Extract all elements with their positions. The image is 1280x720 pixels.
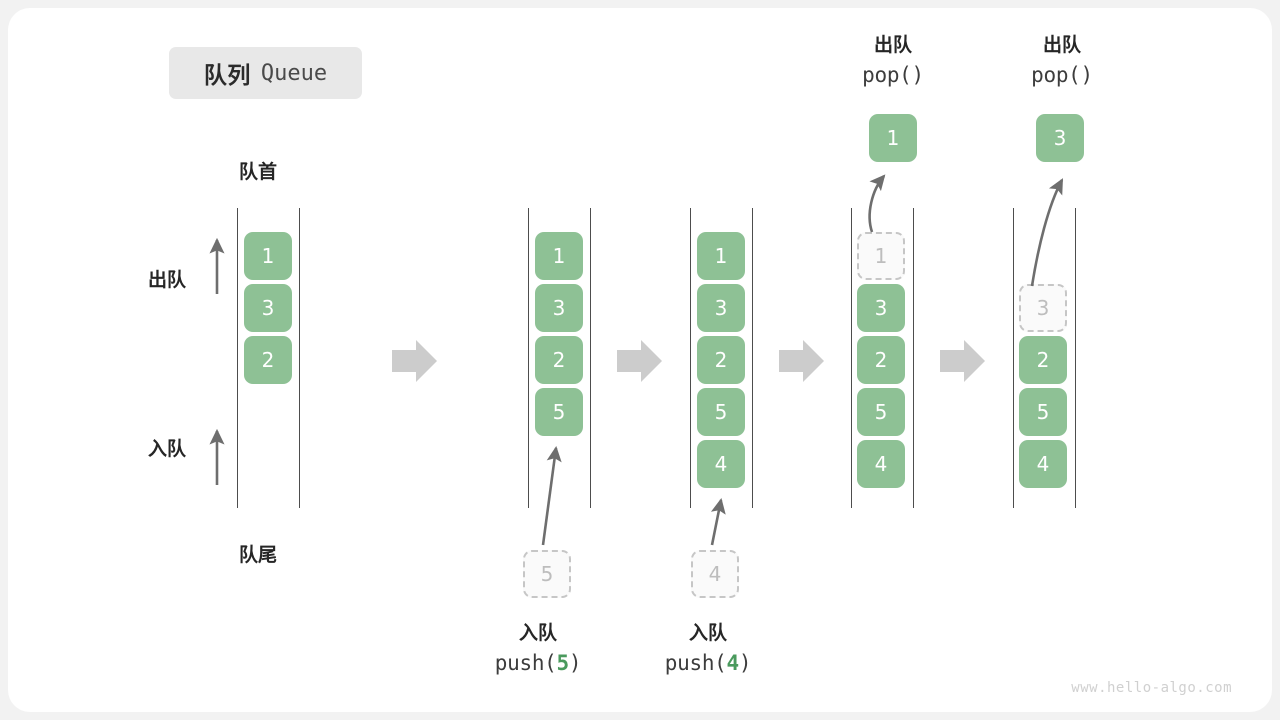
watermark: www.hello-algo.com [1071, 680, 1232, 696]
code-num: 4 [726, 650, 740, 675]
caption-pop-1: 出队 pop() [803, 32, 983, 90]
code-post: ) [568, 650, 582, 675]
popped-value-cell: 1 [869, 114, 917, 162]
caption-push-5: 入队 push(5) [443, 620, 633, 678]
queue-rail-right-3 [752, 208, 753, 508]
ghost-input-cell: 5 [523, 550, 571, 598]
label-enqueue: 入队 [148, 438, 187, 460]
ghost-popped-cell: 1 [857, 232, 905, 280]
code-post: ) [738, 650, 752, 675]
queue-cell: 5 [697, 388, 745, 436]
queue-cell: 4 [697, 440, 745, 488]
queue-rail-right-1 [299, 208, 300, 508]
queue-cell: 5 [535, 388, 583, 436]
queue-cell: 4 [857, 440, 905, 488]
queue-rail-right-2 [590, 208, 591, 508]
queue-cell: 5 [857, 388, 905, 436]
diagram-card [8, 8, 1272, 712]
caption-pop-2-code: pop() [1031, 62, 1093, 87]
label-dequeue: 出队 [148, 269, 187, 291]
caption-pop-1-code: pop() [862, 62, 924, 87]
queue-cell: 3 [857, 284, 905, 332]
queue-rail-left-4 [851, 208, 852, 508]
queue-cell: 5 [1019, 388, 1067, 436]
caption-pop-2-cn: 出队 [1042, 34, 1081, 56]
queue-cell: 2 [244, 336, 292, 384]
queue-cell: 2 [1019, 336, 1067, 384]
queue-cell: 4 [1019, 440, 1067, 488]
title-cn: 队列 [203, 63, 251, 89]
title-en: Queue [260, 60, 328, 86]
queue-cell: 1 [697, 232, 745, 280]
code-pre: push( [494, 650, 557, 675]
queue-rail-left-5 [1013, 208, 1014, 508]
queue-cell: 3 [535, 284, 583, 332]
queue-cell: 2 [535, 336, 583, 384]
caption-pop-2: 出队 pop() [972, 32, 1152, 90]
ghost-popped-cell: 3 [1019, 284, 1067, 332]
caption-push-4: 入队 push(4) [613, 620, 803, 678]
queue-cell: 3 [244, 284, 292, 332]
caption-push-4-cn: 入队 [688, 622, 727, 644]
queue-rail-left-1 [237, 208, 238, 508]
queue-cell: 2 [857, 336, 905, 384]
popped-value-cell: 3 [1036, 114, 1084, 162]
caption-push-5-cn: 入队 [518, 622, 557, 644]
caption-push-5-code: push(5) [443, 648, 633, 678]
queue-rail-right-5 [1075, 208, 1076, 508]
ghost-input-cell: 4 [691, 550, 739, 598]
code-pre: push( [664, 650, 727, 675]
queue-cell: 1 [244, 232, 292, 280]
queue-cell: 2 [697, 336, 745, 384]
label-queue-tail: 队尾 [239, 544, 278, 566]
queue-rail-left-2 [528, 208, 529, 508]
queue-cell: 1 [535, 232, 583, 280]
title-badge: 队列 Queue [169, 47, 362, 99]
code-num: 5 [556, 650, 570, 675]
queue-rail-right-4 [913, 208, 914, 508]
caption-push-4-code: push(4) [613, 648, 803, 678]
label-queue-head: 队首 [239, 161, 278, 183]
caption-pop-1-cn: 出队 [873, 34, 912, 56]
queue-rail-left-3 [690, 208, 691, 508]
queue-cell: 3 [697, 284, 745, 332]
